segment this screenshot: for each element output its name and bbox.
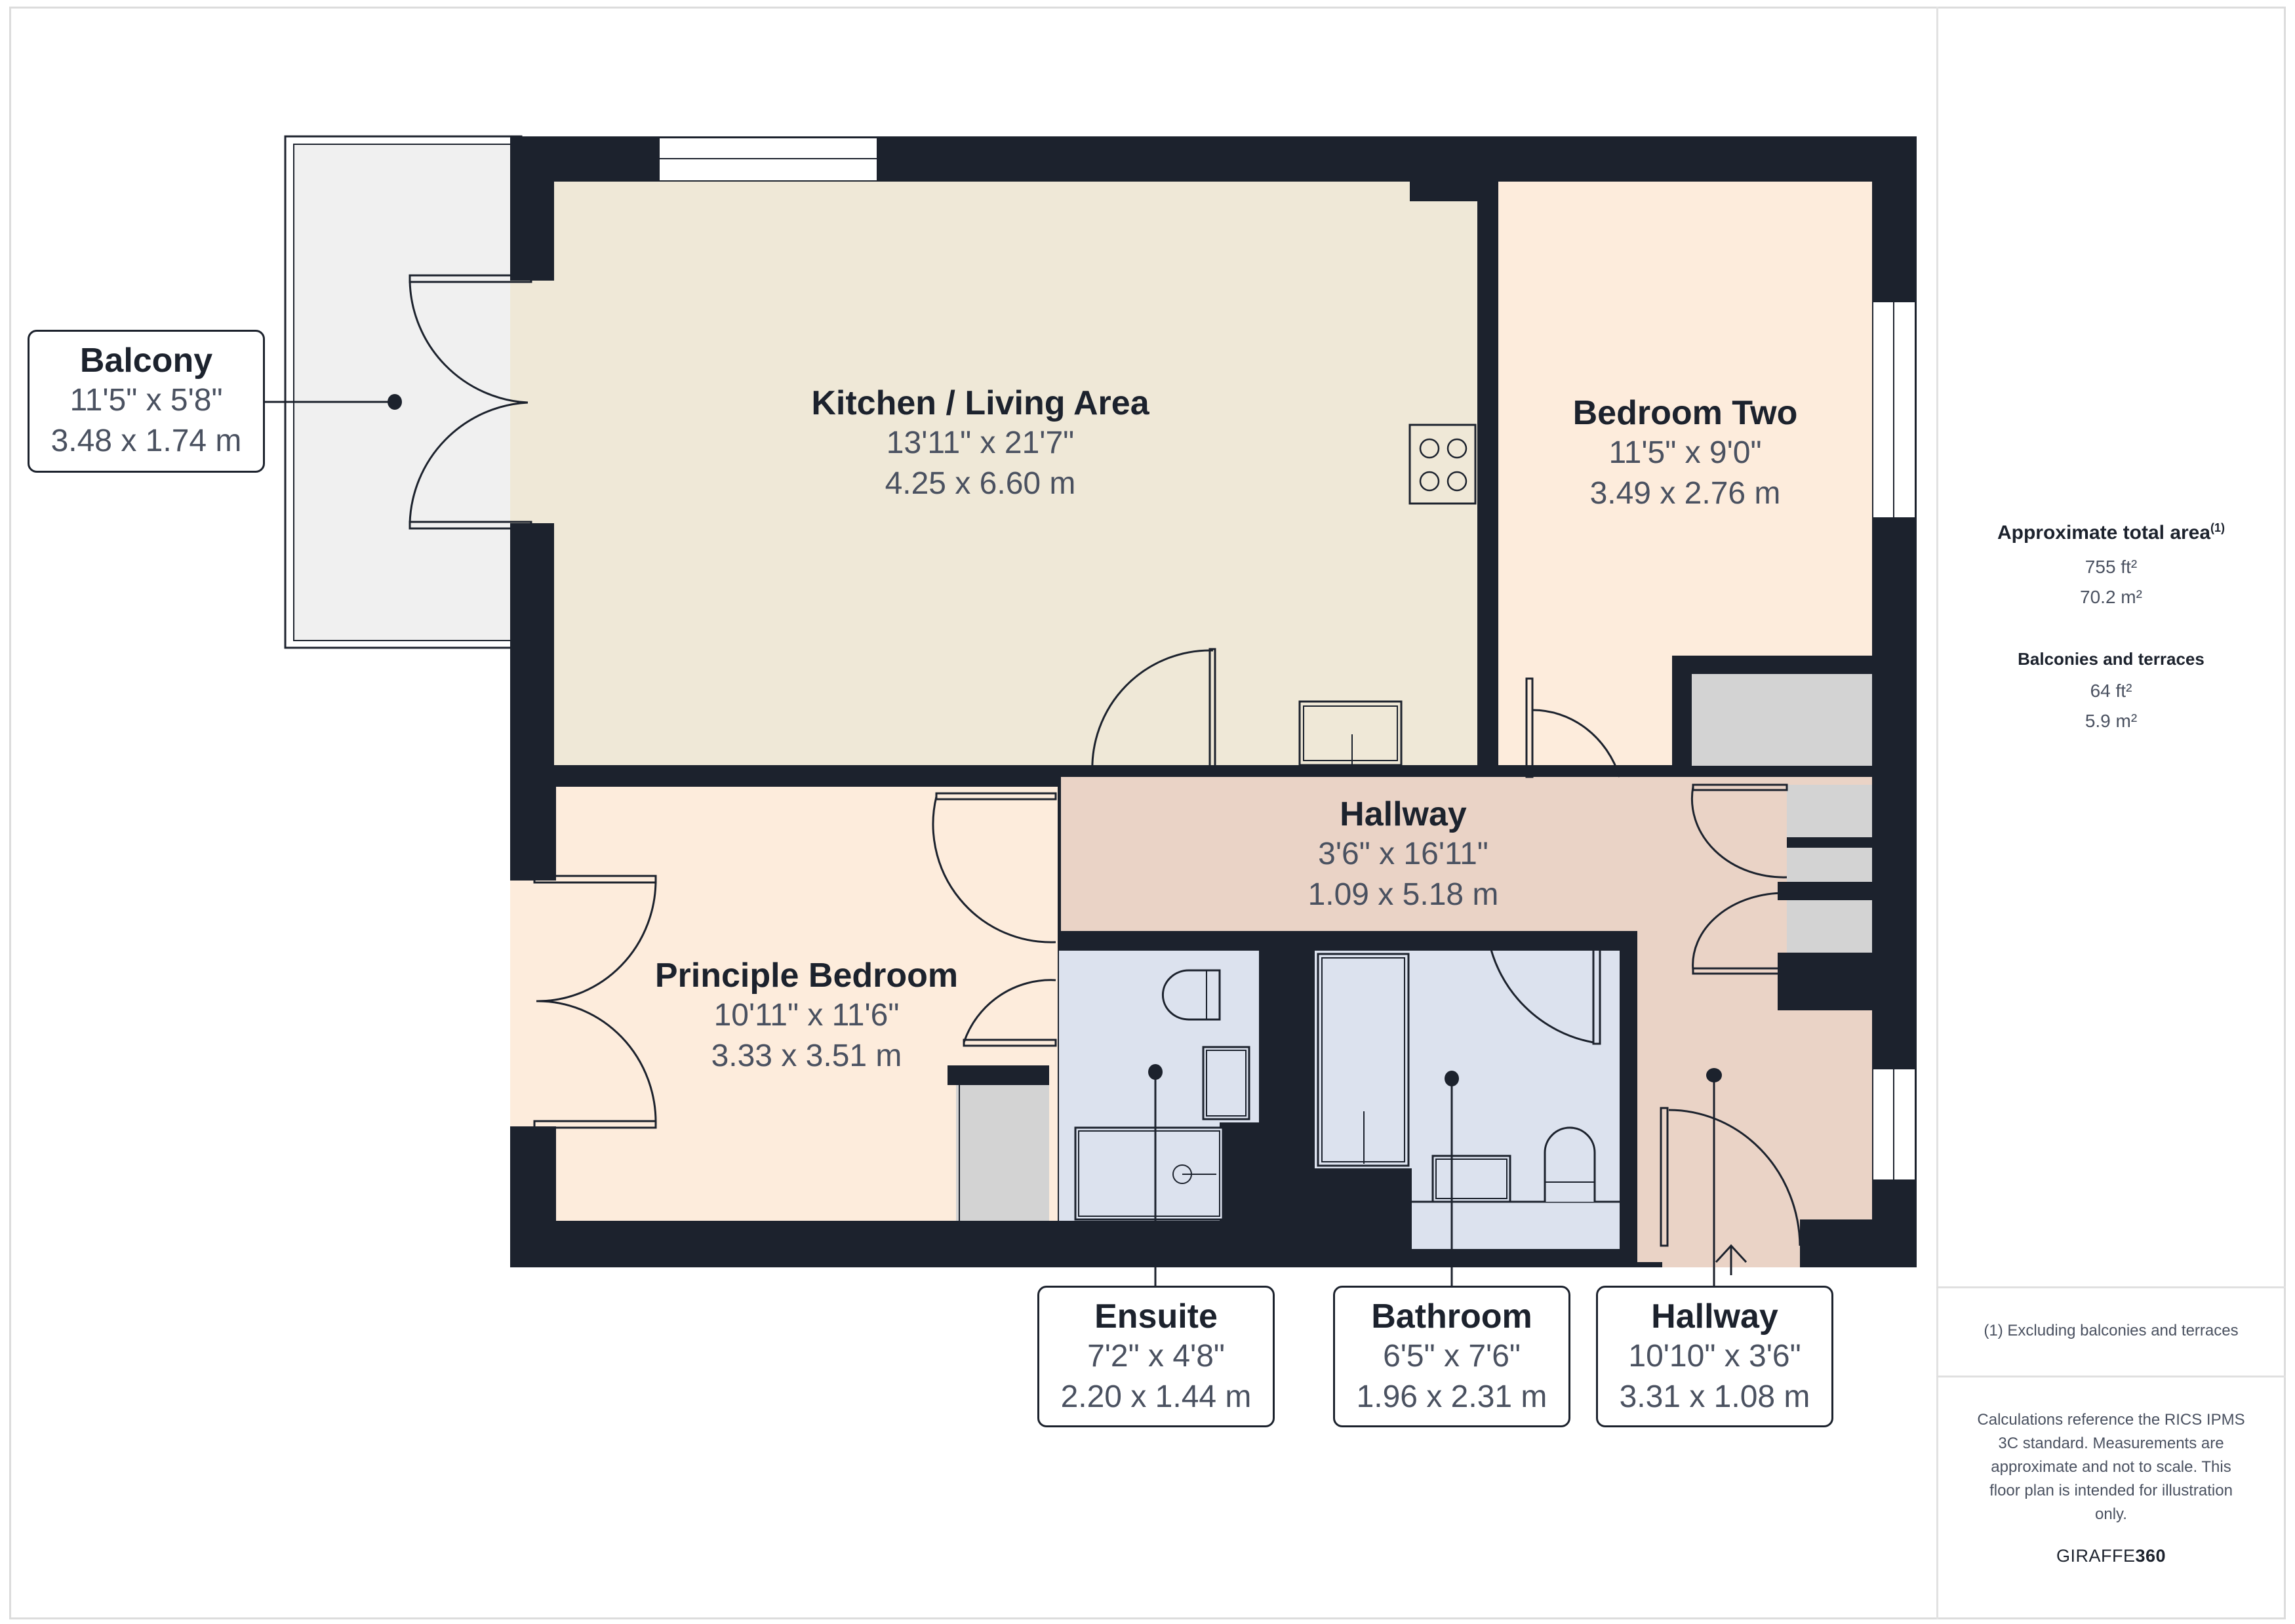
cupboard [1787,900,1872,953]
room-label-kitchen-living: Kitchen / Living Area 13'11" x 21'7" 4.2… [754,384,1207,504]
bedroom-window-doorway [510,881,557,1126]
room-name: Principle Bedroom [654,957,959,995]
toilet-icon [1544,1126,1596,1202]
wardrobe [956,1085,1049,1221]
toilet-icon [1161,969,1221,1021]
disclaimer: Calculations reference the RICS IPMS 3C … [1936,1408,2286,1526]
brand-bold: 360 [2135,1546,2166,1566]
callout-balcony: Balcony 11'5" x 5'8" 3.48 x 1.74 m [28,330,265,473]
sink-icon [1298,700,1403,766]
room-dim-imperial: 7'2" x 4'8" [1087,1339,1225,1374]
room-label-principle-bedroom: Principle Bedroom 10'11" x 11'6" 3.33 x … [629,956,984,1077]
callout-ensuite: Ensuite 7'2" x 4'8" 2.20 x 1.44 m [1037,1286,1275,1427]
room-label-bedroom-two: Bedroom Two 11'5" x 9'0" 3.49 x 2.76 m [1508,393,1862,514]
room-dim-metric: 3.31 x 1.08 m [1619,1379,1810,1414]
room-dim-metric: 3.48 x 1.74 m [50,424,242,458]
room-name: Kitchen / Living Area [811,384,1149,422]
wardrobe [1692,674,1872,766]
room-dim-imperial: 10'11" x 11'6" [713,998,900,1033]
room-dim-imperial: 10'10" x 3'6" [1628,1339,1801,1374]
basin-icon [1431,1155,1511,1203]
room-dim-metric: 2.20 x 1.44 m [1060,1379,1252,1414]
hob-icon [1408,424,1477,505]
total-area-title: Approximate total area(1) [1936,521,2286,544]
room-name: Bedroom Two [1572,394,1798,432]
sidebar-divider [1936,1286,2286,1288]
balconies-ft: 64 ft² [2090,681,2132,701]
room-dim-metric: 1.09 x 5.18 m [1307,877,1499,912]
wall-nib [1672,656,1692,765]
info-sidebar [1936,7,2286,1619]
basin-icon [1202,1046,1250,1120]
room-kitchen-living [554,182,1477,765]
room-dim-imperial: 11'5" x 9'0" [1608,435,1762,470]
footnote-text: (1) Excluding balconies and terraces [1984,1322,2239,1339]
callout-bathroom: Bathroom 6'5" x 7'6" 1.96 x 2.31 m [1333,1286,1570,1427]
wall-nib [1800,1219,1872,1267]
brand-logo: GIRAFFE360 [1936,1546,2286,1566]
footnote: (1) Excluding balconies and terraces [1936,1319,2286,1343]
wall-nib [1787,837,1872,848]
door-swings [409,274,1801,1247]
wall-nib [1778,953,1872,1010]
floor-plan [264,135,1917,1286]
room-dim-imperial: 11'5" x 5'8" [70,383,223,418]
balconies-title: Balconies and terraces [2018,649,2205,669]
room-dim-metric: 3.49 x 2.76 m [1589,476,1781,511]
total-area-section: Approximate total area(1) 755 ft² 70.2 m… [1936,521,2286,612]
cupboard [1787,785,1872,837]
cupboard [1787,848,1872,882]
room-dim-imperial: 6'5" x 7'6" [1383,1339,1521,1374]
wall-nib [948,1065,1049,1085]
entrance-arrow-icon [1715,1244,1747,1275]
callout-dots [388,394,1722,1086]
room-dim-metric: 4.25 x 6.60 m [885,466,1076,501]
footnote-mark: (1) [2210,521,2225,534]
room-name: Bathroom [1371,1297,1532,1336]
total-area-m: 70.2 m² [2080,587,2142,607]
room-name: Hallway [1340,795,1467,833]
wall-nib [1672,656,1872,675]
room-dim-imperial: 3'6" x 16'11" [1318,837,1488,871]
balcony-area [284,135,523,649]
room-dim-metric: 1.96 x 2.31 m [1356,1379,1547,1414]
balconies-m: 5.9 m² [2085,711,2138,731]
callout-leaders [264,401,1715,1286]
room-dim-imperial: 13'11" x 21'7" [886,426,1075,460]
room-name: Hallway [1651,1297,1778,1336]
disclaimer-text: Calculations reference the RICS IPMS 3C … [1977,1411,2245,1523]
total-area-title-text: Approximate total area [1997,522,2211,544]
callout-hallway: Hallway 10'10" x 3'6" 3.31 x 1.08 m [1596,1286,1833,1427]
room-dim-metric: 3.33 x 3.51 m [711,1039,902,1073]
total-area-ft: 755 ft² [2085,557,2138,577]
room-name: Ensuite [1094,1297,1218,1336]
wall-nib [1778,882,1872,900]
balconies-section: Balconies and terraces 64 ft² 5.9 m² [1936,649,2286,736]
wall-nib [1410,182,1477,201]
room-label-hallway: Hallway 3'6" x 16'11" 1.09 x 5.18 m [1233,795,1574,915]
windows [658,137,1916,1181]
brand-light: GIRAFFE [2056,1546,2136,1566]
room-name: Balcony [79,342,213,380]
sidebar-divider [1936,1376,2286,1377]
